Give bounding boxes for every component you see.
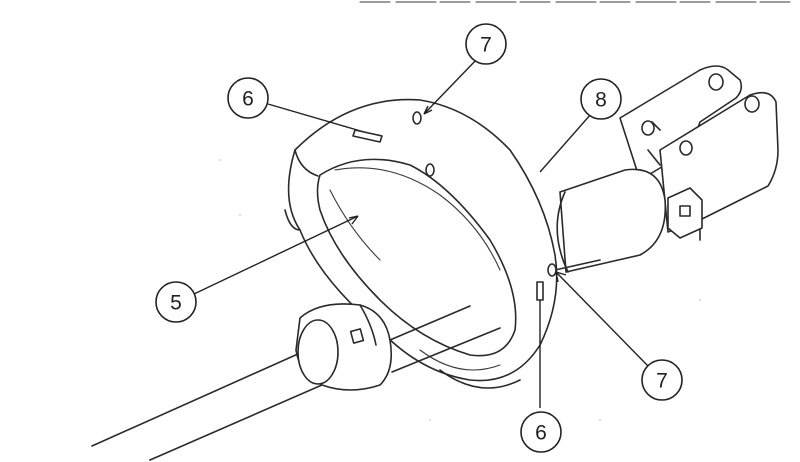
leader-lines — [193, 57, 649, 408]
mounting-bracket — [619, 65, 779, 241]
scan-specks — [219, 159, 701, 421]
callout-7-bottom: 7 — [641, 359, 683, 401]
callout-8-label: 8 — [595, 89, 607, 112]
callout-7-top-label: 7 — [480, 34, 492, 57]
callout-8: 8 — [580, 78, 622, 120]
bump-stop — [295, 303, 501, 391]
callout-5: 5 — [155, 281, 197, 323]
callout-6-top-label: 6 — [242, 88, 254, 111]
callout-5-label: 5 — [170, 292, 182, 315]
callout-6-top: 6 — [227, 77, 269, 119]
callout-6-bottom: 6 — [520, 411, 562, 453]
callout-6-bottom-label: 6 — [535, 422, 547, 445]
callout-7-bottom-label: 7 — [656, 370, 668, 393]
callout-7-top: 7 — [465, 23, 507, 65]
